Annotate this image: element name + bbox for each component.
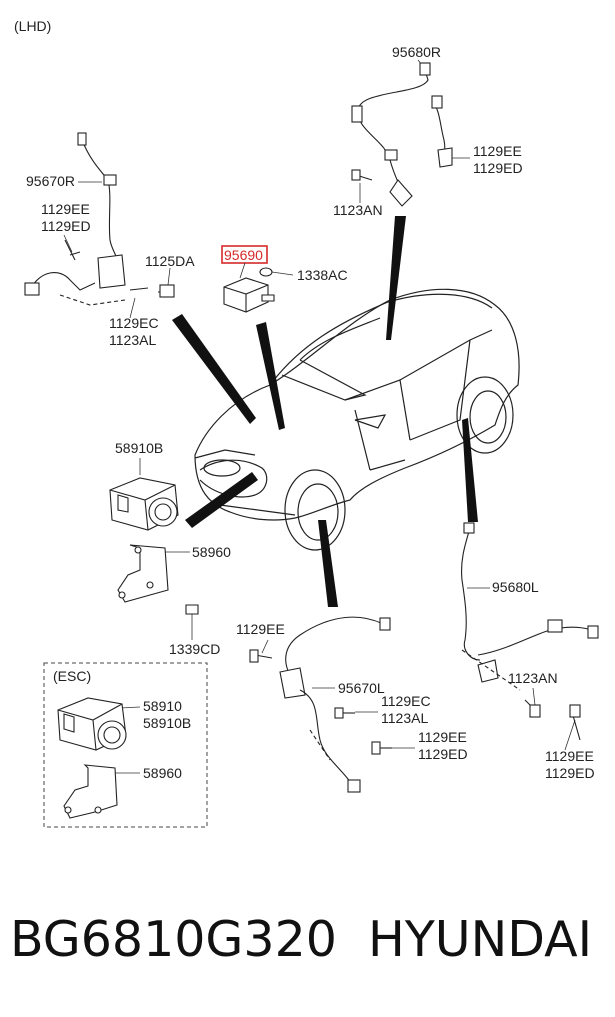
- parts-diagram: (LHD) 95680R 1129EE 1129ED 1123AN 95670R…: [14, 18, 599, 828]
- label-1129ED-rear-right[interactable]: 1129ED: [473, 160, 523, 176]
- label-1339CD[interactable]: 1339CD: [169, 641, 220, 657]
- esc-title: (ESC): [53, 668, 91, 684]
- sensor-95690: [223, 267, 275, 313]
- label-1129EE-front-left-2[interactable]: 1129EE: [418, 729, 467, 745]
- label-1129EC-front-right[interactable]: 1129EC: [109, 315, 159, 331]
- label-95680L[interactable]: 95680L: [492, 579, 539, 595]
- brand-name: HYUNDAI: [368, 911, 593, 968]
- part-number: BG6810G320: [10, 911, 337, 968]
- label-58910B[interactable]: 58910B: [115, 440, 163, 456]
- vehicle-illustration: [194, 288, 520, 551]
- esc-inset-box: [43, 662, 208, 828]
- esc-module-58910: [57, 697, 127, 819]
- label-58960[interactable]: 58960: [192, 544, 231, 560]
- label-1129ED-front-left-2[interactable]: 1129ED: [418, 746, 468, 762]
- sensor-95670R: [24, 132, 175, 306]
- leader-lines: [63, 59, 576, 774]
- label-1123AL-front-left[interactable]: 1123AL: [381, 710, 428, 726]
- sensor-95670L: [249, 616, 392, 793]
- label-95670R[interactable]: 95670R: [26, 173, 75, 189]
- label-1338AC[interactable]: 1338AC: [297, 267, 348, 283]
- label-1129EE-front-right[interactable]: 1129EE: [41, 201, 90, 217]
- label-1129ED-rear-left[interactable]: 1129ED: [545, 765, 595, 781]
- label-1129EE-rear-right[interactable]: 1129EE: [473, 143, 522, 159]
- esc-label-58910B[interactable]: 58910B: [143, 715, 191, 731]
- esc-label-58960[interactable]: 58960: [143, 765, 182, 781]
- label-1123AN-rear-right[interactable]: 1123AN: [333, 202, 383, 218]
- label-1129ED-front-right[interactable]: 1129ED: [41, 218, 91, 234]
- variant-tag: (LHD): [14, 18, 51, 34]
- sensor-95680R: [351, 62, 453, 207]
- sensor-95680L: [461, 522, 599, 741]
- label-1129EE-rear-left[interactable]: 1129EE: [545, 748, 594, 764]
- label-1123AN-rear-left[interactable]: 1123AN: [508, 670, 558, 686]
- label-1129EE-front-left[interactable]: 1129EE: [236, 621, 285, 637]
- abs-module-58910B: [109, 477, 199, 615]
- pointer-wedges: [172, 216, 478, 607]
- label-95670L[interactable]: 95670L: [338, 680, 385, 696]
- highlight-box-95690: [221, 245, 268, 264]
- label-1123AL-front-right[interactable]: 1123AL: [109, 332, 156, 348]
- label-95690[interactable]: 95690: [224, 247, 263, 263]
- label-95680R[interactable]: 95680R: [392, 44, 441, 60]
- label-1129EC-front-left[interactable]: 1129EC: [381, 693, 431, 709]
- label-1125DA[interactable]: 1125DA: [145, 253, 195, 269]
- esc-label-58910[interactable]: 58910: [143, 698, 182, 714]
